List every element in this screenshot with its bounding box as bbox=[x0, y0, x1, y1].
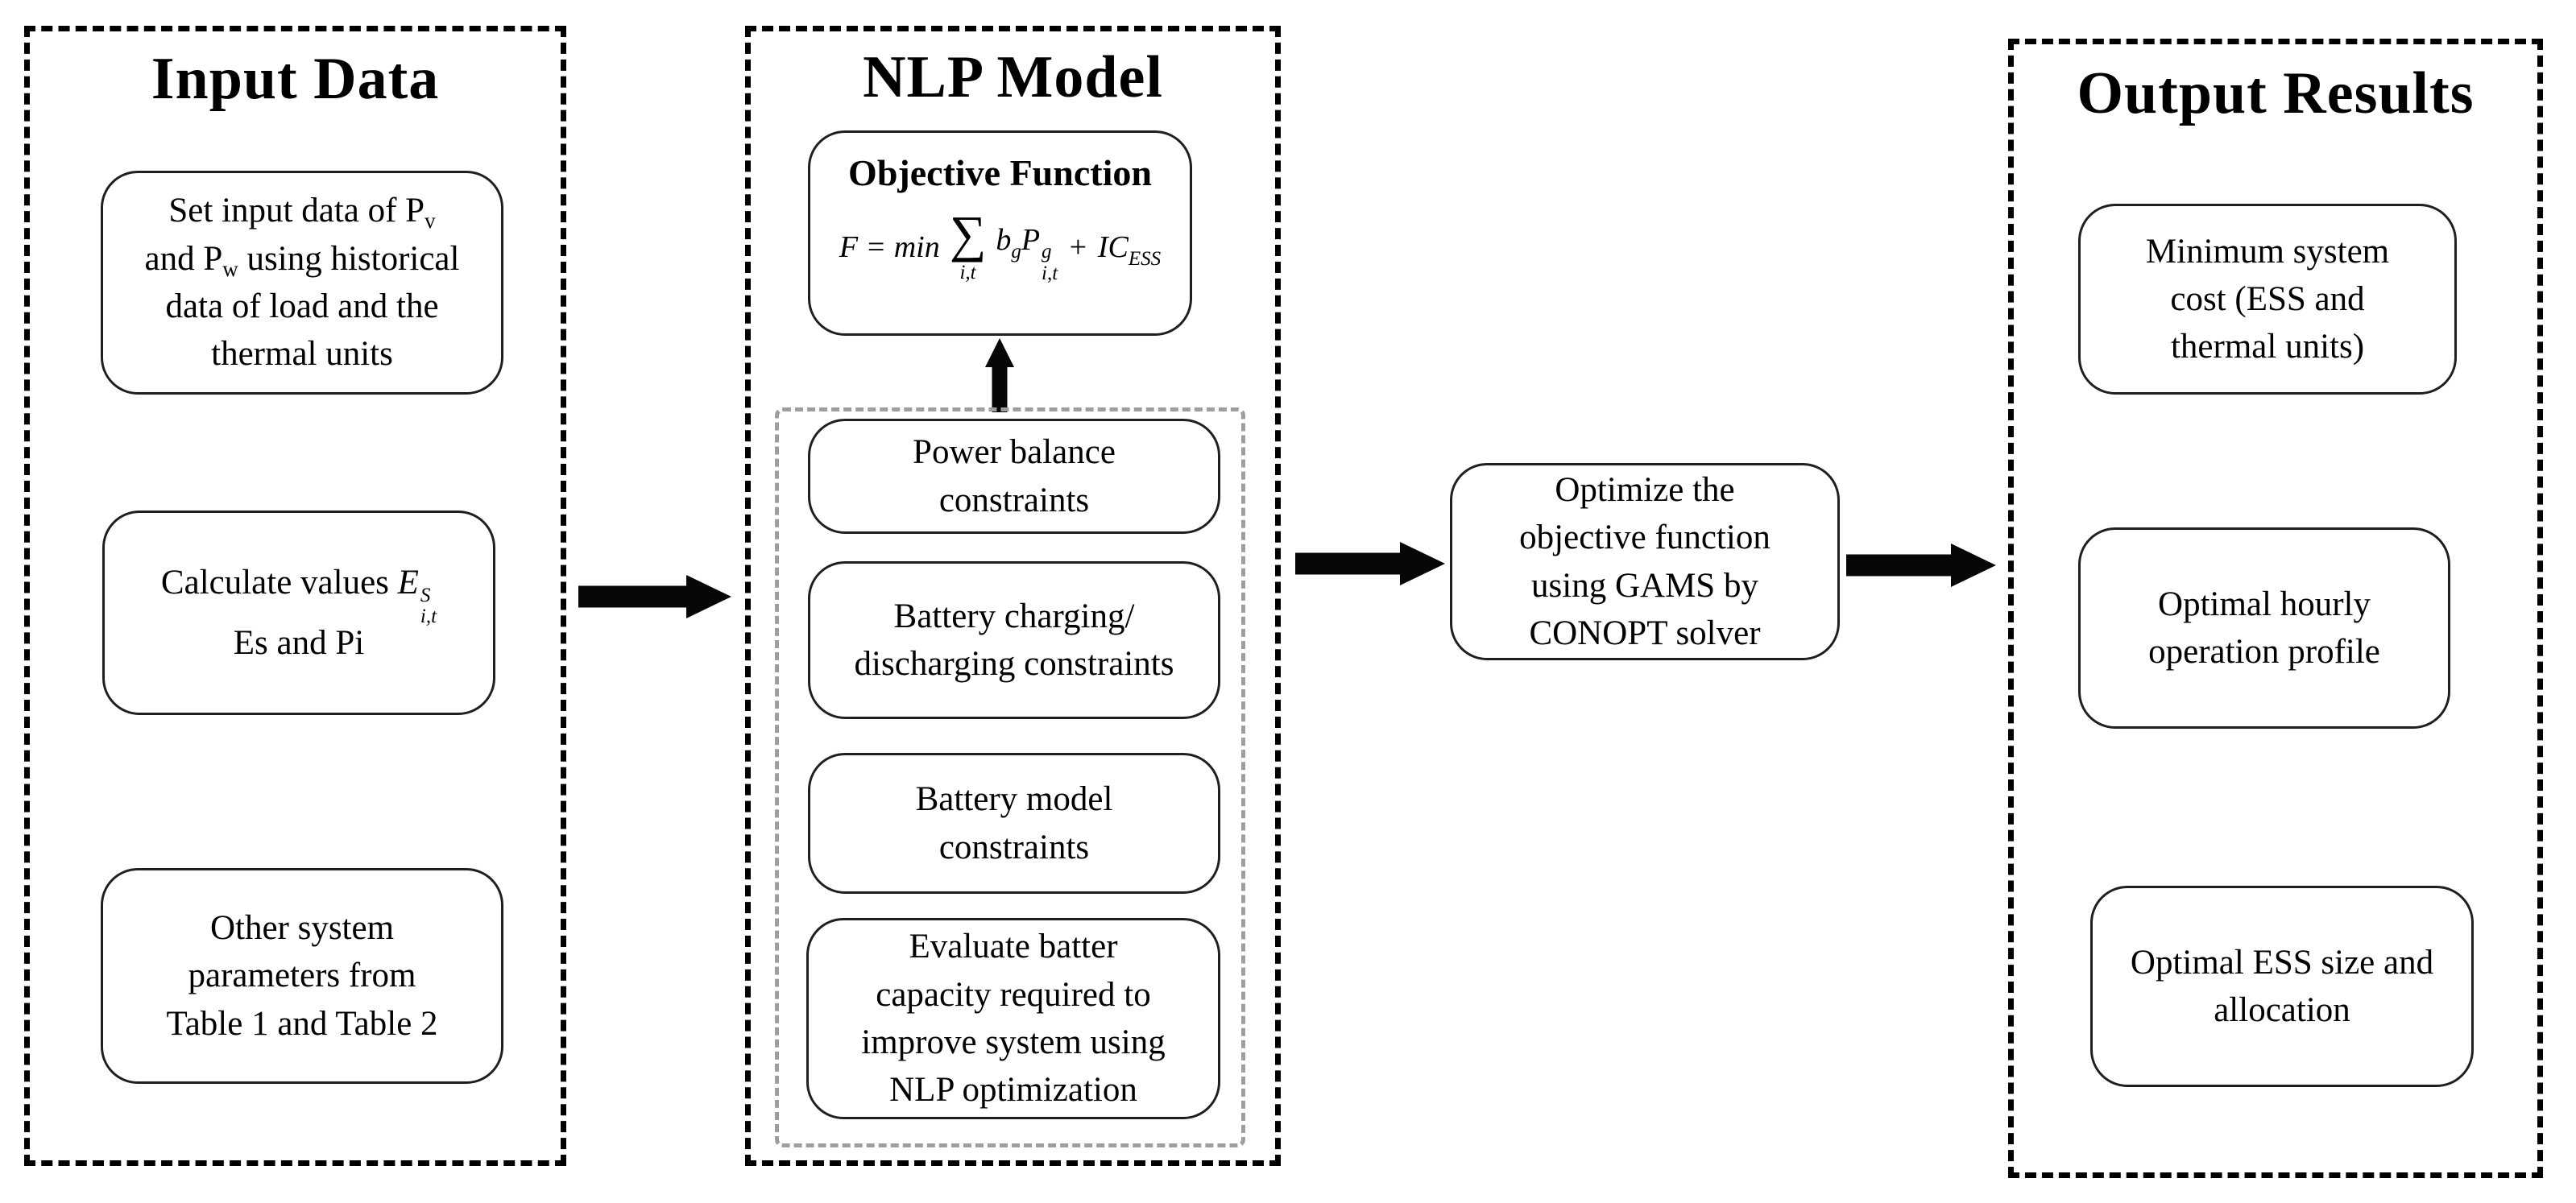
box-text: Es and Pi bbox=[233, 624, 365, 663]
box-text: thermal units bbox=[211, 335, 393, 374]
arrow-input-to-nlp-icon bbox=[578, 575, 731, 618]
arrow-optimize-to-output-icon bbox=[1846, 544, 1996, 587]
input-data-panel bbox=[24, 26, 566, 1166]
input-data-title: Input Data bbox=[151, 46, 440, 112]
arrow-nlp-to-optimize-icon bbox=[1295, 542, 1445, 585]
objective-function-title: Objective Function bbox=[848, 152, 1152, 193]
formula-plus: + bbox=[1067, 230, 1088, 265]
output-results-title: Output Results bbox=[2077, 60, 2475, 126]
subscript-v: v bbox=[425, 209, 436, 234]
arrow-up-icon bbox=[984, 338, 1015, 412]
summation-icon: ∑ i,t bbox=[949, 205, 987, 284]
box-text: Set input data of P bbox=[168, 192, 425, 230]
input-box-historical-data: Set input data of Pv and Pw using histor… bbox=[101, 171, 503, 395]
box-text: using historical bbox=[238, 239, 460, 278]
nlp-model-panel bbox=[745, 26, 1281, 1166]
box-text: data of load and the bbox=[165, 287, 439, 325]
box-text: and P bbox=[144, 239, 223, 278]
formula-lhs: F = min bbox=[839, 230, 940, 265]
box-text: Calculate values bbox=[160, 563, 398, 602]
battery-charging-constraints-box: Battery charging/discharging constraints bbox=[808, 561, 1220, 719]
nlp-model-title: NLP Model bbox=[863, 44, 1163, 110]
output-results-panel bbox=[2008, 39, 2543, 1178]
math-variable-e: E bbox=[397, 563, 419, 602]
subscript-w: w bbox=[222, 256, 238, 281]
constraints-group-box bbox=[775, 407, 1245, 1147]
